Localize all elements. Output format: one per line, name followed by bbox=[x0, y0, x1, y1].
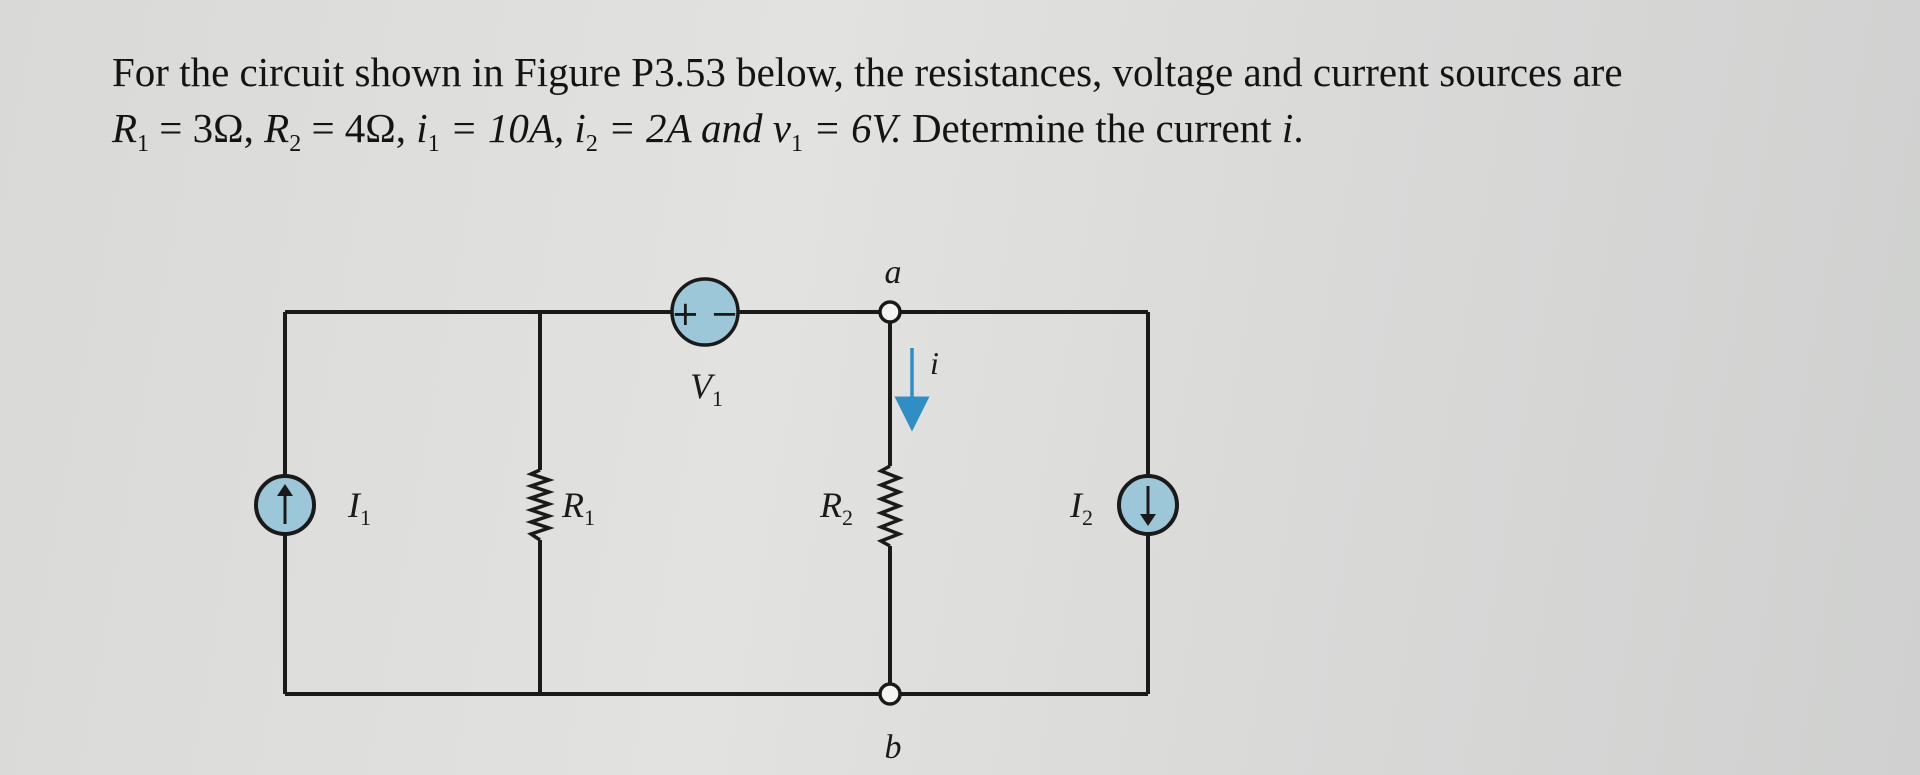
r1-label: R1 bbox=[561, 485, 595, 530]
i1-symbol: i bbox=[416, 105, 428, 151]
i1-label: I1 bbox=[347, 485, 371, 530]
i2-value: = 2A bbox=[597, 105, 702, 151]
r1-subscript: 1 bbox=[137, 131, 150, 158]
current-source-i2-icon bbox=[1117, 474, 1179, 536]
problem-line-1: For the circuit shown in Figure P3.53 be… bbox=[112, 49, 1623, 95]
r2-label: R2 bbox=[819, 485, 853, 530]
question-variable: i bbox=[1281, 105, 1294, 151]
v1-label: V1 bbox=[690, 366, 723, 411]
current-source-i1-icon bbox=[254, 474, 316, 536]
node-b-label: b bbox=[885, 729, 902, 766]
r1-value: = 3Ω, bbox=[149, 105, 265, 151]
r1-symbol-text: R bbox=[561, 485, 584, 525]
voltage-source-v1-icon: + − bbox=[670, 277, 740, 347]
i1-symbol-text: I bbox=[347, 485, 362, 525]
question-end: . bbox=[1293, 105, 1304, 151]
node-b-terminal bbox=[878, 682, 902, 706]
problem-statement: For the circuit shown in Figure P3.53 be… bbox=[112, 44, 1872, 172]
v1-subscript-text: 1 bbox=[712, 386, 723, 411]
r2-symbol-text: R bbox=[819, 485, 842, 525]
v1-symbol-text: V bbox=[690, 366, 716, 406]
r2-subscript-text: 2 bbox=[842, 505, 853, 530]
resistor-r2-icon bbox=[876, 464, 904, 548]
node-a-label: a bbox=[885, 254, 902, 291]
r1-symbol: R bbox=[112, 105, 138, 151]
node-a-terminal bbox=[878, 300, 902, 324]
i2-symbol-text: I bbox=[1069, 485, 1084, 525]
question-text: Determine the current bbox=[911, 105, 1282, 151]
i1-subscript: 1 bbox=[427, 131, 440, 158]
i2-label: I2 bbox=[1069, 485, 1093, 530]
i1-subscript-text: 1 bbox=[360, 505, 371, 530]
i2-subscript: 2 bbox=[585, 131, 598, 158]
circuit-wires bbox=[283, 310, 1150, 696]
r2-subscript: 2 bbox=[289, 131, 302, 158]
r1-subscript-text: 1 bbox=[584, 505, 595, 530]
v1-symbol: v bbox=[772, 105, 791, 151]
resistor-r1-icon bbox=[525, 468, 555, 542]
i1-value: = 10A, bbox=[439, 105, 575, 151]
problem-line-2: R1 = 3Ω, R2 = 4Ω, i1 = 10A, i2 = 2A and … bbox=[112, 100, 1872, 172]
current-i-label: i bbox=[930, 345, 939, 381]
r2-symbol: R bbox=[264, 105, 290, 151]
v1-value: = 6V. bbox=[803, 105, 912, 151]
i2-symbol: i bbox=[574, 105, 586, 151]
r2-value: = 4Ω, bbox=[301, 105, 417, 151]
i2-subscript-text: 2 bbox=[1082, 505, 1093, 530]
v1-subscript: 1 bbox=[791, 131, 803, 158]
and-word: and bbox=[701, 105, 773, 151]
v1-polarity-label: + − bbox=[671, 294, 739, 334]
